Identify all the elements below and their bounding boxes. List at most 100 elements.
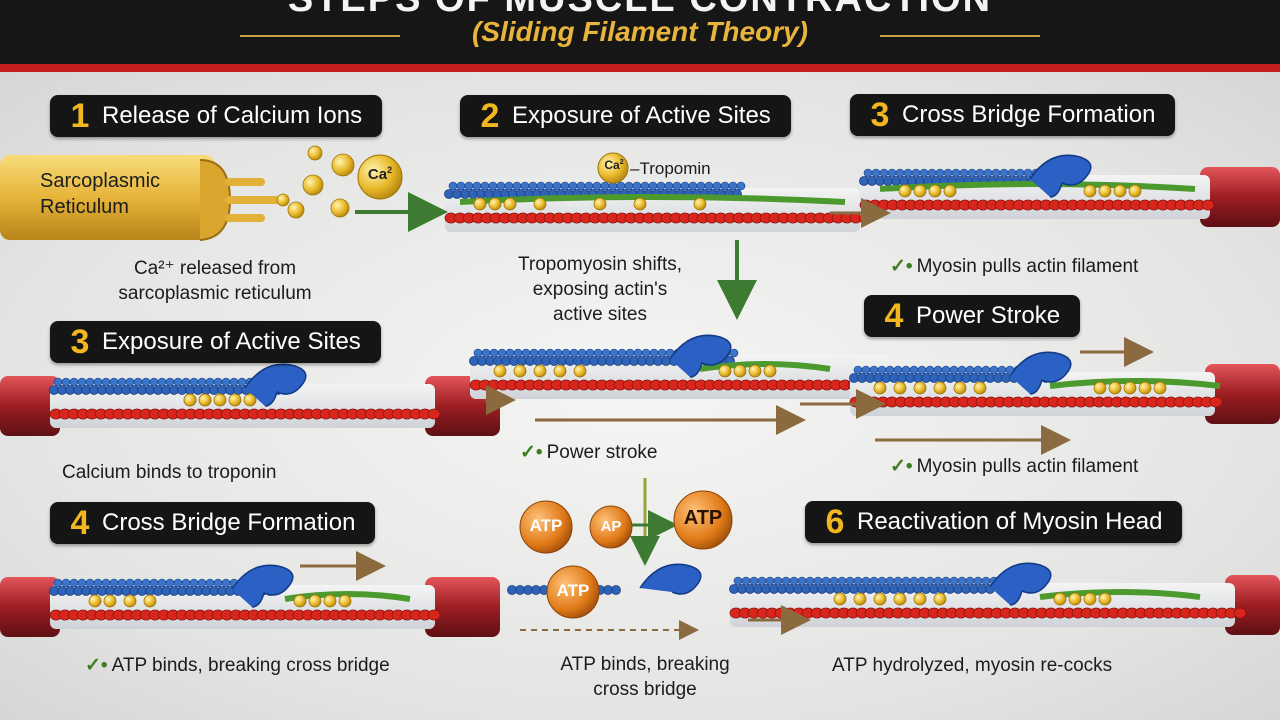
troponin-ball: [513, 364, 527, 378]
ca-label: Ca2: [367, 165, 393, 183]
myosin-bead: [552, 181, 562, 191]
troponin-ball: [973, 381, 987, 395]
atp-label-3: ATP: [556, 581, 590, 600]
tropomyosin-strand: [1049, 378, 1221, 389]
header-accent-bar: [0, 64, 1280, 72]
myosin-bead: [61, 377, 71, 387]
troponin-ball: [1098, 592, 1112, 606]
sarcomere-filament: [469, 334, 897, 399]
myosin-bead: [845, 576, 855, 586]
myosin-bead: [189, 578, 199, 588]
muscle-sheath: [425, 577, 500, 637]
troponin-ball: [338, 594, 352, 608]
myosin-bead: [641, 348, 651, 358]
step-title: Exposure of Active Sites: [512, 102, 771, 129]
myosin-bead: [213, 578, 223, 588]
step-title: Power Stroke: [916, 302, 1061, 329]
myosin-bead: [1023, 168, 1033, 178]
sarcomere-filament: [849, 351, 1280, 424]
troponin-ball: [308, 594, 322, 608]
caption-atp-binds-mid: ATP binds, breaking cross bridge: [560, 654, 730, 700]
myosin-bead: [537, 348, 547, 358]
myosin-bead: [85, 578, 95, 588]
troponin-ball: [1093, 381, 1107, 395]
myosin-bead: [869, 576, 879, 586]
myosin-bead: [221, 377, 231, 387]
myosin-bead: [649, 348, 659, 358]
myosin-bead: [927, 168, 937, 178]
troponin-ball: [488, 197, 502, 211]
myosin-bead: [544, 181, 554, 191]
step-title: Cross Bridge Formation: [102, 509, 356, 536]
myosin-bead: [560, 181, 570, 191]
actin-bead: [1201, 199, 1215, 211]
myosin-bead: [609, 348, 619, 358]
sarcomere-filament: [0, 363, 500, 436]
myosin-bead: [61, 578, 71, 588]
myosin-bead: [149, 578, 159, 588]
myosin-bead: [512, 181, 522, 191]
troponin-ball: [693, 197, 707, 211]
troponin-ball: [893, 381, 907, 395]
troponin-ball: [143, 594, 157, 608]
myosin-bead: [85, 377, 95, 387]
myosin-bead: [448, 181, 458, 191]
caption-atp-binds: ✓•ATP binds, breaking cross bridge: [85, 655, 390, 676]
troponin-ball: [493, 364, 507, 378]
troponin-ball: [913, 592, 927, 606]
myosin-bead: [237, 377, 247, 387]
troponin-ball: [873, 592, 887, 606]
troponin-ball: [873, 381, 887, 395]
atp-binding-icon: [546, 565, 600, 619]
myosin-bead: [205, 377, 215, 387]
troponin-ball: [228, 393, 242, 407]
page-title: STEPS OF MUSCLE CONTRACTION: [0, 0, 1280, 21]
step-6-badge: 6 Reactivation of Myosin Head: [805, 501, 1183, 543]
caption-atp-hydrolyzed: ATP hydrolyzed, myosin re-cocks: [832, 655, 1113, 676]
myosin-bead: [967, 168, 977, 178]
myosin-bead: [528, 181, 538, 191]
myosin-bead: [197, 578, 207, 588]
myosin-bead: [853, 365, 863, 375]
troponin-ball: [853, 592, 867, 606]
myosin-bead: [688, 181, 698, 191]
myosin-bead: [601, 348, 611, 358]
myosin-head: [231, 564, 294, 608]
actin-bead: [1209, 396, 1223, 408]
myosin-bead: [624, 181, 634, 191]
myosin-bead: [513, 348, 523, 358]
myosin-bead: [464, 181, 474, 191]
myosin-bead: [77, 578, 87, 588]
myosin-bead: [933, 365, 943, 375]
myosin-bead: [917, 576, 927, 586]
myosin-bead: [149, 377, 159, 387]
myosin-bead: [997, 365, 1007, 375]
myosin-bead: [879, 168, 889, 178]
calcium-ion: [302, 174, 324, 196]
troponin-ball: [1153, 381, 1167, 395]
check-icon: ✓•: [890, 256, 913, 277]
myosin-bead: [885, 576, 895, 586]
myosin-bead: [157, 578, 167, 588]
troponin-ball: [733, 364, 747, 378]
step-title: Cross Bridge Formation: [902, 101, 1156, 128]
myosin-bead: [505, 348, 515, 358]
myosin-bead: [949, 576, 959, 586]
myosin-bead: [496, 181, 506, 191]
myosin-bead: [657, 348, 667, 358]
myosin-bead: [617, 348, 627, 358]
step-3-cross-bridge-badge: 3 Cross Bridge Formation: [850, 94, 1176, 136]
myosin-bead: [213, 377, 223, 387]
myosin-bead: [529, 348, 539, 358]
myosin-bead: [925, 365, 935, 375]
myosin-bead: [592, 181, 602, 191]
myosin-bead: [821, 576, 831, 586]
troponin-ball: [1108, 381, 1122, 395]
myosin-bead: [911, 168, 921, 178]
myosin-bead: [165, 377, 175, 387]
myosin-head: [244, 363, 307, 407]
myosin-bead: [781, 576, 791, 586]
myosin-bead: [720, 181, 730, 191]
myosin-bead: [863, 168, 873, 178]
check-icon: ✓•: [85, 655, 108, 676]
